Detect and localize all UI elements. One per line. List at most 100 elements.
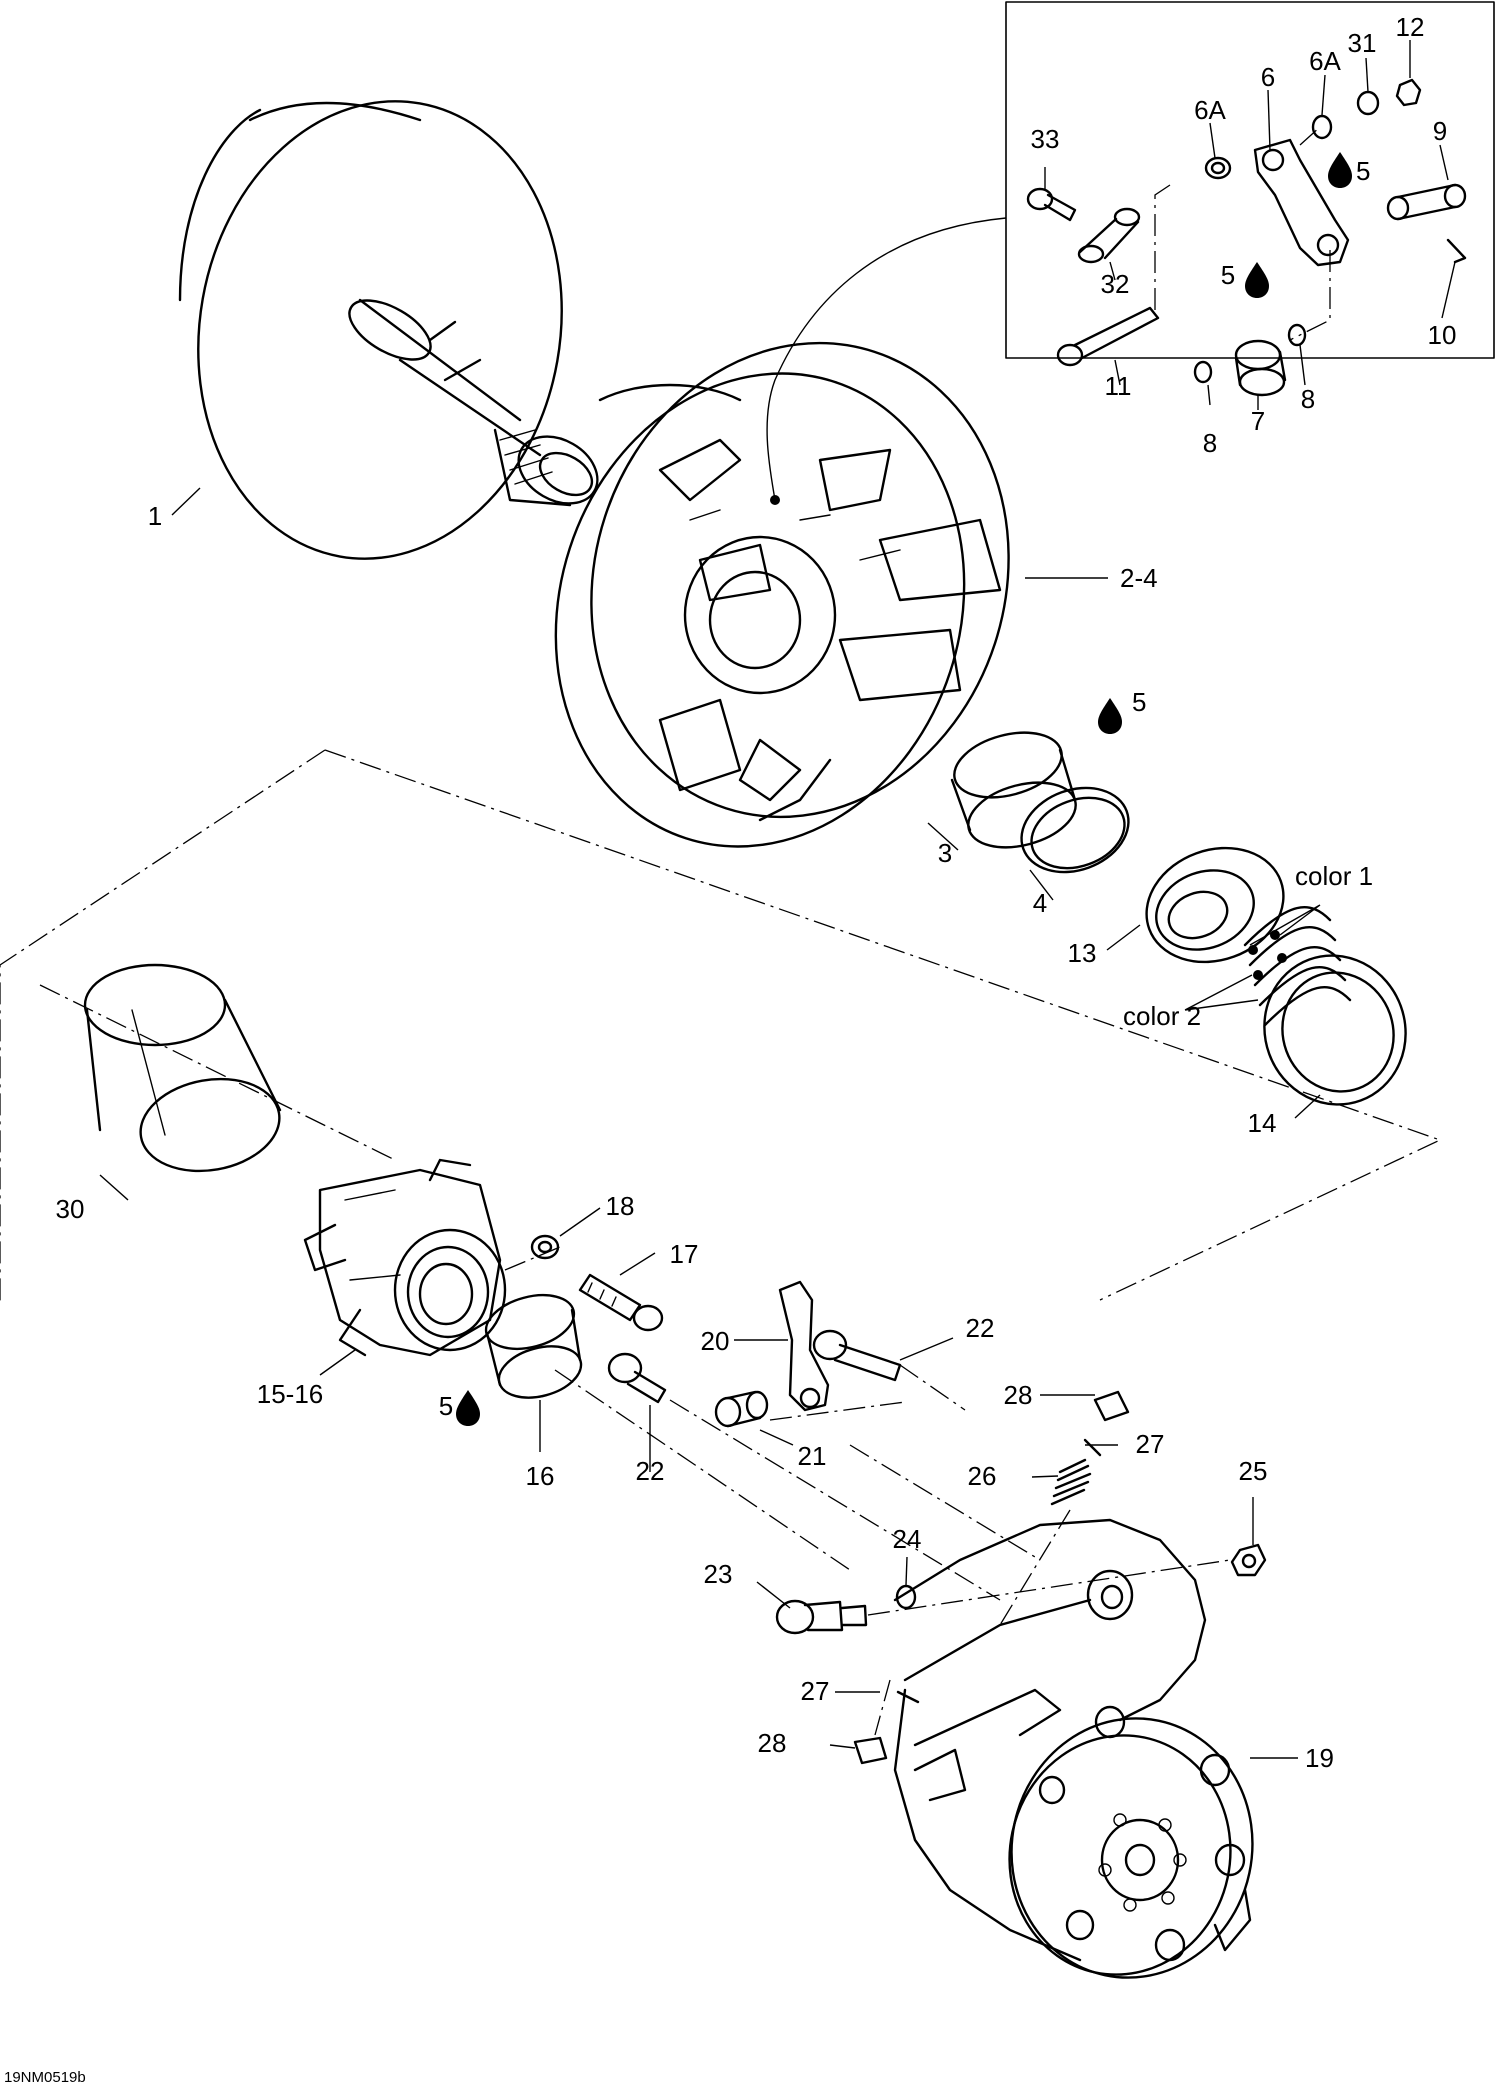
- callout-16: 16: [526, 1461, 555, 1491]
- part-25-nut: [1230, 1543, 1267, 1577]
- axis-line-shaft: [554, 1369, 1001, 1601]
- leader-lines: [99, 40, 1456, 1759]
- part-10-cotter-pin: [1446, 238, 1467, 264]
- part-12-nut: [1395, 78, 1422, 107]
- lubricant-drop-icon: [456, 1390, 480, 1426]
- axis-line-shoulder: [867, 1559, 1231, 1616]
- callout-15-16: 15-16: [257, 1379, 324, 1409]
- callout-6a: 6A: [1194, 95, 1226, 125]
- axis-line-spider: [39, 984, 396, 1161]
- callout-5: 5: [1132, 687, 1146, 717]
- callout-color-1: color 1: [1295, 861, 1373, 891]
- part-6a-bushing-left: [1204, 156, 1232, 180]
- part-11-pin: [1056, 306, 1160, 367]
- part-24-washer: [895, 1584, 917, 1610]
- part-4-retaining-ring: [1020, 786, 1130, 874]
- callout-19: 19: [1305, 1743, 1334, 1773]
- inset-axis-line: [1154, 126, 1331, 341]
- part-15-16-spider: [303, 1158, 507, 1357]
- part-7-bushing: [1234, 339, 1287, 397]
- callout-8: 8: [1203, 428, 1217, 458]
- axis-line-weight-pin: [769, 1364, 966, 1421]
- lubricant-drop-icon: [1245, 262, 1269, 298]
- part-22-screw-upper: [812, 1329, 902, 1382]
- part-13-spring-seat: [1145, 846, 1285, 964]
- part-1-fixed-sheave: [178, 100, 599, 560]
- callout-14: 14: [1248, 1108, 1277, 1138]
- callout-33: 33: [1031, 124, 1060, 154]
- part-9-pin: [1386, 183, 1467, 221]
- part-17-screw: [578, 1273, 664, 1332]
- callout-18: 18: [606, 1191, 635, 1221]
- inset-connector-dot: [770, 495, 780, 505]
- callout-1: 1: [148, 501, 162, 531]
- part-31-washer: [1356, 90, 1380, 116]
- callout-8: 8: [1301, 384, 1315, 414]
- callout-22: 22: [966, 1313, 995, 1343]
- callout-27: 27: [1136, 1429, 1165, 1459]
- callout-17: 17: [670, 1239, 699, 1269]
- part-32-pin: [1077, 207, 1141, 264]
- part-18-washer: [530, 1234, 560, 1260]
- callout-6: 6: [1261, 62, 1275, 92]
- part-8-washer-right: [1287, 323, 1307, 347]
- axis-line-center: [504, 1246, 561, 1271]
- part-6a-bushing-right: [1311, 114, 1333, 140]
- callout-7: 7: [1251, 406, 1265, 436]
- part-21-roller: [714, 1390, 769, 1428]
- callout-13: 13: [1068, 938, 1097, 968]
- part-23-shoulder-screw: [775, 1599, 868, 1635]
- callout-26: 26: [968, 1461, 997, 1491]
- detail-inset-frame: [1005, 1, 1495, 359]
- lubricant-drop-icon: [1098, 698, 1122, 734]
- part-19-governor-cup: [893, 1518, 1254, 1979]
- callout-28: 28: [1004, 1380, 1033, 1410]
- callout-24: 24: [893, 1524, 922, 1554]
- callout-5: 5: [439, 1391, 453, 1421]
- part-3-bushing: [950, 731, 1077, 849]
- callout-23: 23: [704, 1559, 733, 1589]
- callout-10: 10: [1428, 320, 1457, 350]
- callout-5: 5: [1356, 156, 1370, 186]
- axis-line-clip-lower: [874, 1679, 891, 1736]
- part-26-spring: [1050, 1458, 1092, 1506]
- part-33-screw: [1026, 187, 1077, 222]
- callout-6a: 6A: [1309, 46, 1341, 76]
- callout-31: 31: [1348, 28, 1377, 58]
- part-28-cap-upper: [1093, 1390, 1130, 1422]
- part-27-clip-lower: [896, 1690, 920, 1704]
- callout-28: 28: [758, 1728, 787, 1758]
- axis-line-spring: [999, 1509, 1071, 1626]
- callout-color-2: color 2: [1123, 1001, 1201, 1031]
- callout-21: 21: [798, 1441, 827, 1471]
- callout-12: 12: [1396, 12, 1425, 42]
- callout-2-4: 2-4: [1120, 563, 1158, 593]
- callout-20: 20: [701, 1326, 730, 1356]
- part-6-roller-arm: [1253, 138, 1350, 267]
- part-16-bushing: [484, 1293, 583, 1399]
- callout-11: 11: [1105, 371, 1132, 401]
- part-27-clip-upper: [1083, 1438, 1102, 1457]
- drawing-code: 19NM0519b: [4, 2069, 86, 2086]
- lubricant-drop-icon: [1328, 152, 1352, 188]
- part-22-screw-lower: [607, 1352, 667, 1404]
- assembly-boundary-outline: [0, 749, 1442, 1305]
- part-20-weight-arm: [778, 1280, 830, 1412]
- callout-25: 25: [1239, 1456, 1268, 1486]
- callout-4: 4: [1033, 888, 1047, 918]
- part-14-spring: [1243, 906, 1407, 1106]
- callout-3: 3: [938, 838, 952, 868]
- part-8-washer-left: [1193, 360, 1213, 384]
- callout-30: 30: [56, 1194, 85, 1224]
- callout-27: 27: [801, 1676, 830, 1706]
- part-2-4-movable-sheave: [554, 341, 1010, 848]
- inset-connector-line: [766, 217, 1007, 501]
- callout-32: 32: [1101, 269, 1130, 299]
- part-28-cap-lower: [853, 1736, 888, 1765]
- axis-line-roller-pin: [849, 1444, 1041, 1561]
- callout-5: 5: [1221, 260, 1235, 290]
- part-30-sleeve: [83, 963, 282, 1173]
- callout-9: 9: [1433, 116, 1447, 146]
